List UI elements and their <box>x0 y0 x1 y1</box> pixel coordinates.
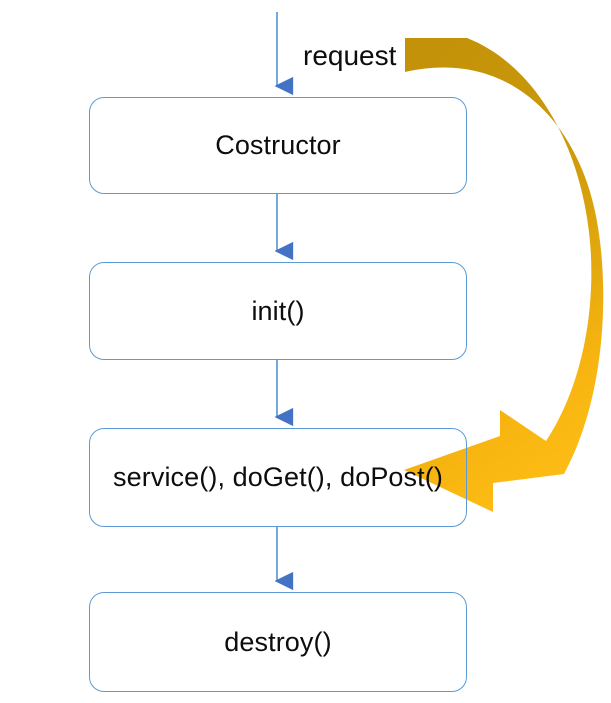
connector-request-loop <box>404 38 604 512</box>
node-service[interactable]: service(), doGet(), doPost() <box>89 428 467 527</box>
request-label: request <box>303 40 397 71</box>
node-constructor-label: Costructor <box>215 130 341 160</box>
node-init-label: init() <box>251 295 305 326</box>
node-init[interactable]: init() <box>89 262 467 360</box>
node-destroy[interactable]: destroy() <box>89 592 467 692</box>
node-service-label: service(), doGet(), doPost() <box>113 462 443 492</box>
node-constructor[interactable]: Costructor <box>89 97 467 194</box>
node-destroy-label: destroy() <box>224 626 332 657</box>
